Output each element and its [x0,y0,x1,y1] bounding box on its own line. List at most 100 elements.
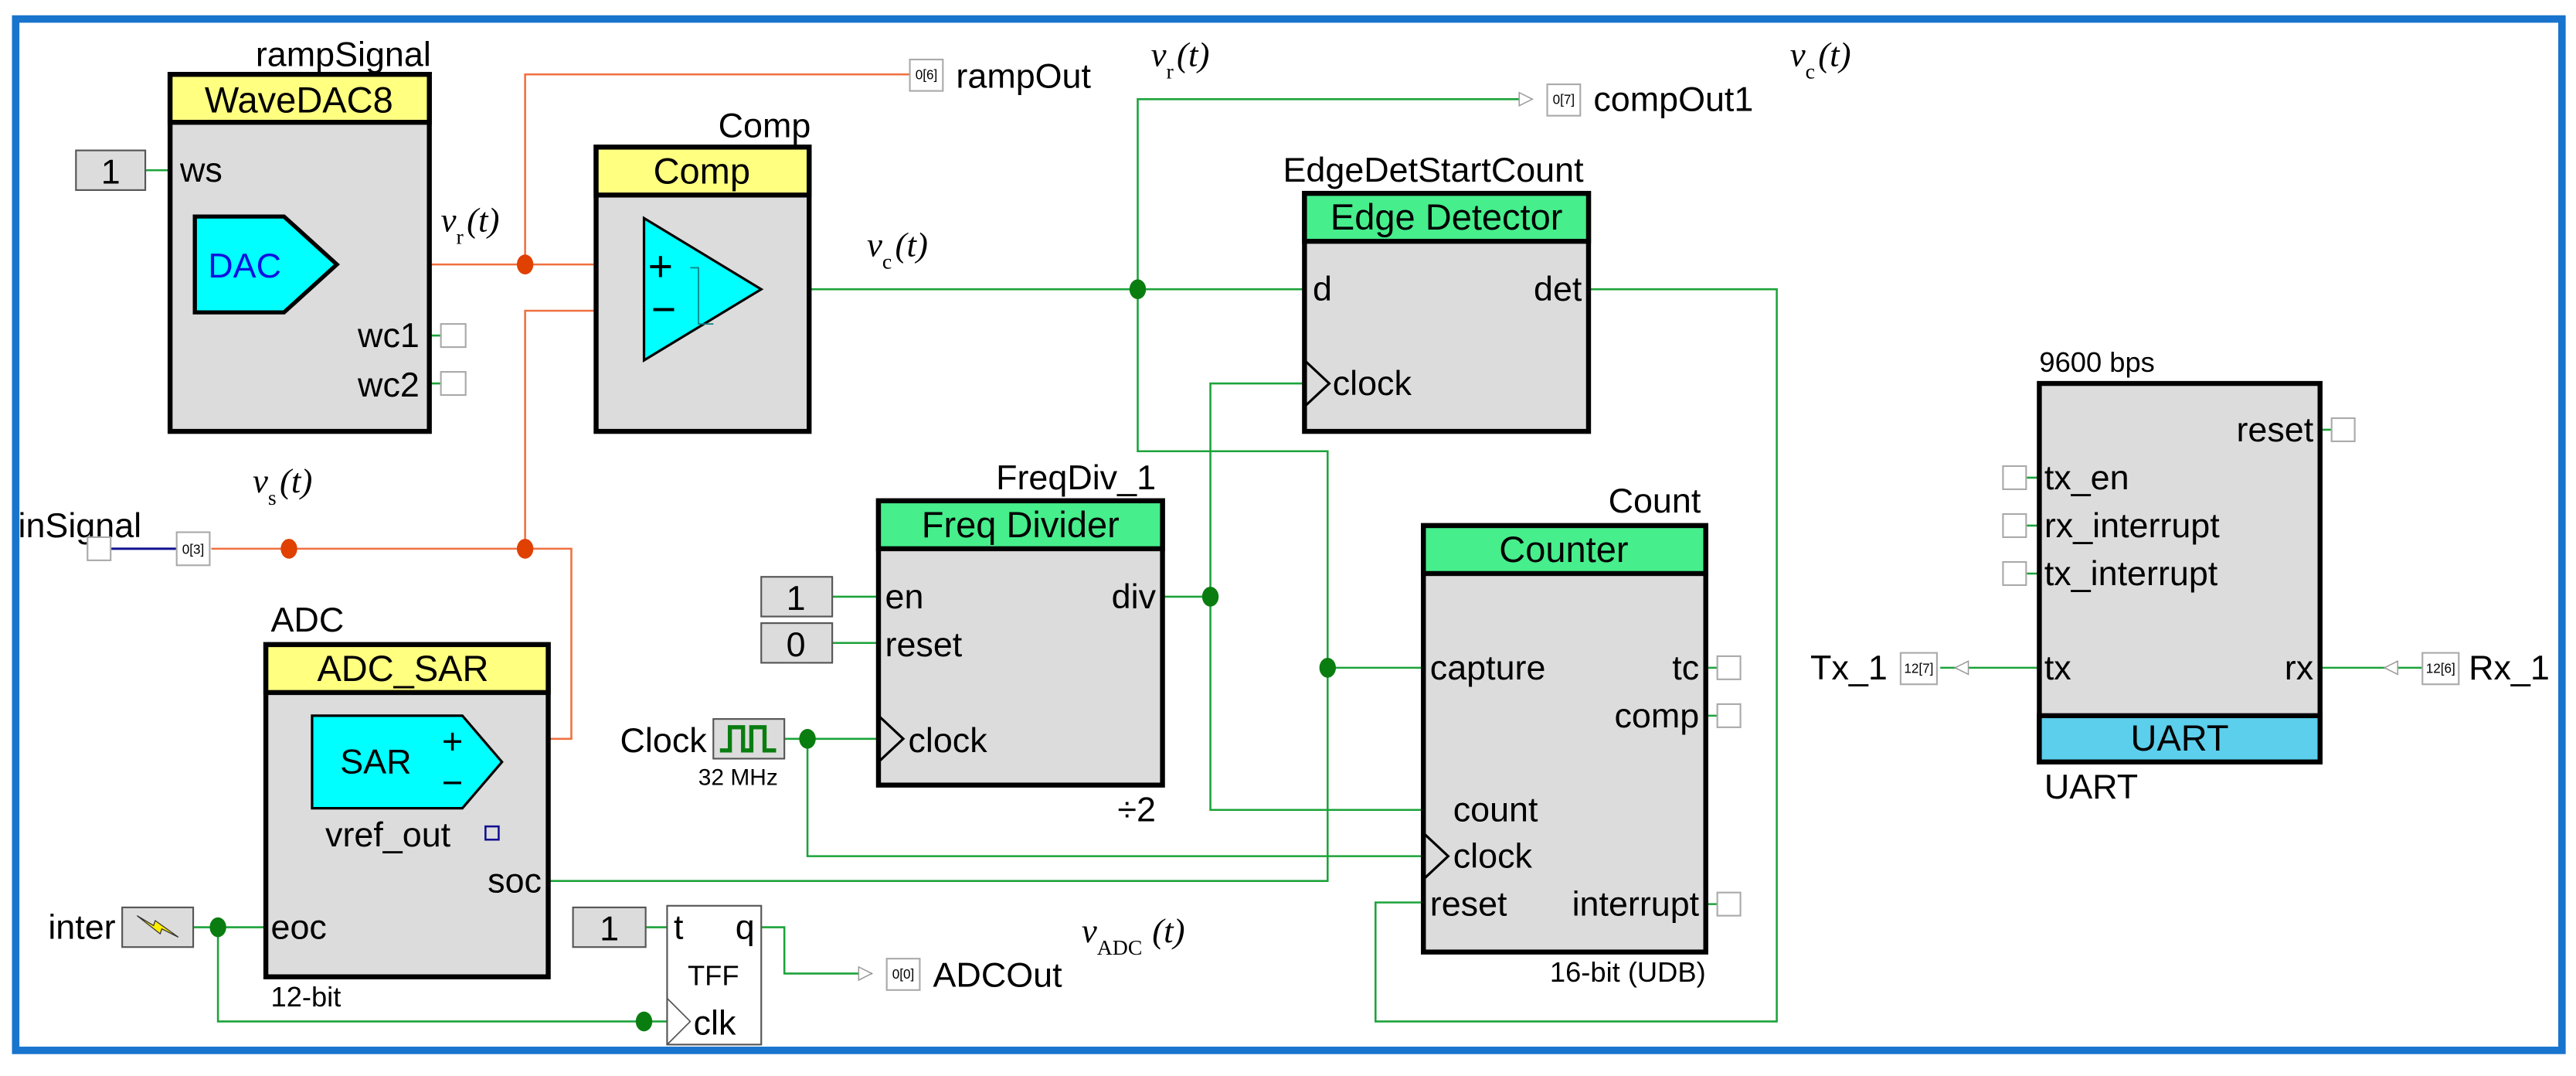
vr-v: v [441,200,457,239]
interrupt-terminal[interactable] [1716,891,1742,917]
tff-block[interactable]: t q TFF clk [666,904,763,1046]
wire-eoc-to-tff[interactable] [216,927,691,1023]
clock-source[interactable]: Clock 32 MHz [620,718,786,791]
wavedac-instance-name: rampSignal [256,35,431,74]
uart-block[interactable]: 9600 bps UART UART reset tx_en rx_interr… [2002,346,2356,806]
vref-out-terminal[interactable] [484,825,500,841]
tff-pin-t: t [674,907,684,947]
counter-pin-clock: clock [1453,836,1533,876]
wavedac-header [167,72,432,125]
edge-pin-clock: clock [1333,363,1412,403]
adc-footer: 12-bit [270,981,341,1013]
vr2-sub: r [1167,60,1174,83]
counter-block[interactable]: Count Counter capture tc comp count cloc… [1421,481,1742,988]
hysteresis-icon [690,267,714,325]
svg-text:vADC(t): vADC(t) [1082,911,1185,960]
tx-en-terminal[interactable] [2002,465,2027,490]
compout1-port: 0[7] [1553,93,1575,107]
freqdiv-block[interactable]: FreqDiv_1 Freq Divider en reset div cloc… [875,458,1165,829]
ws-const[interactable]: 1 [75,149,147,192]
isr-inter[interactable]: inter [48,906,195,948]
wire-vc-to-capture[interactable] [548,289,1329,882]
freqdiv-pin-en: en [885,577,924,616]
comp-terminal[interactable] [1716,703,1742,728]
reset-const-box [760,622,834,664]
uart-reset-terminal[interactable] [2330,417,2356,442]
clock-box [712,718,786,760]
wire-div-to-count[interactable] [1209,596,1424,812]
edge-pin-det: det [1534,269,1582,308]
signal-label-vr-1: vr(t) [441,200,500,249]
dac-symbol [192,214,340,315]
junction-clock [799,728,816,749]
wc2-terminal[interactable] [440,371,467,397]
rx1-port-box [2421,652,2460,686]
pin-adcout[interactable]: 0[0] ADCOut [858,955,1062,995]
vc2-arg: (t) [1818,36,1850,74]
vc-v: v [867,225,882,264]
svg-text:vc(t): vc(t) [1790,36,1851,84]
vc-arg: (t) [895,225,928,264]
freqdiv-footer: ÷2 [1117,790,1156,829]
uart-pin-tx-interrupt: tx_interrupt [2044,553,2218,593]
tc-terminal[interactable] [1716,655,1742,680]
insignal-name: inSignal [19,506,142,545]
wire-det-to-reset[interactable] [1374,288,1778,1023]
edge-clock-triangle-icon [1303,359,1331,408]
wire-vs-to-comp-minus[interactable] [524,309,596,549]
comp-block[interactable]: Comp Comp + − [593,105,812,434]
adc-type: ADC_SAR [317,648,488,689]
rx1-port: 12[6] [2426,661,2455,676]
wire-tff-q[interactable] [761,926,872,975]
freqdiv-pin-clock: clock [908,720,987,760]
wire-vc-to-compout[interactable] [1137,98,1528,290]
compout1-name: compOut1 [1593,79,1753,118]
clock-waveform-icon [719,725,777,753]
counter-body [1421,523,1708,955]
freqdiv-en-const[interactable]: 1 [760,576,834,618]
counter-pin-capture: capture [1430,648,1546,687]
pin-insignal[interactable]: inSignal 0[3] [19,506,211,567]
wire-vs[interactable] [211,547,573,741]
adc-pin-eoc: eoc [270,907,326,947]
wc1-terminal[interactable] [440,323,467,349]
comp-minus-sign: − [651,285,676,333]
junction-eoc [209,917,226,938]
rx-interrupt-terminal[interactable] [2002,512,2027,538]
vs-v: v [253,461,268,500]
t-const-box [572,906,647,948]
edge-detector-block[interactable]: EdgeDetStartCount Edge Detector d det cl… [1283,150,1592,434]
adc-block[interactable]: ADC ADC_SAR SAR + − vref_out soc eoc 12-… [263,600,551,1013]
tx-interrupt-terminal[interactable] [2002,560,2027,587]
junction-vr [516,254,534,274]
comp-type: Comp [654,150,750,191]
junction-capture [1319,658,1336,678]
rampout-name: rampOut [956,56,1091,95]
pin-rx1[interactable]: 12[6] Rx_1 [2383,648,2550,687]
tff-t-const[interactable]: 1 [572,906,647,948]
sar-symbol [311,714,504,810]
vadc-sub: ADC [1097,935,1143,959]
pin-compout1[interactable]: 0[7] compOut1 [1518,79,1753,118]
wire-vr-to-rampout[interactable] [524,73,910,265]
junction-vs-1 [280,539,297,559]
tff-type: TFF [688,959,739,991]
wire-clock-to-counter[interactable] [806,738,1424,857]
ws-const-box [75,149,147,191]
pin-rampout[interactable]: 0[6] rampOut [909,56,1092,95]
counter-type: Counter [1499,529,1628,570]
vadc-v: v [1082,911,1097,950]
insignal-terminal [87,536,112,561]
wavedac-pin-ws: ws [179,150,223,189]
wire-div-to-edge-clock[interactable] [1209,382,1305,597]
wavedac-block[interactable]: rampSignal WaveDAC8 DAC ws wc1 wc2 [167,35,467,434]
vs-arg: (t) [280,461,312,500]
junction-vc [1129,279,1147,300]
adcout-port: 0[0] [892,967,915,982]
vr2-arg: (t) [1177,36,1209,74]
freqdiv-reset-const[interactable]: 0 [760,622,834,664]
pin-tx1[interactable]: Tx_1 12[7] [1810,648,1969,687]
adcout-port-box [885,958,921,991]
freqdiv-header [875,498,1165,552]
